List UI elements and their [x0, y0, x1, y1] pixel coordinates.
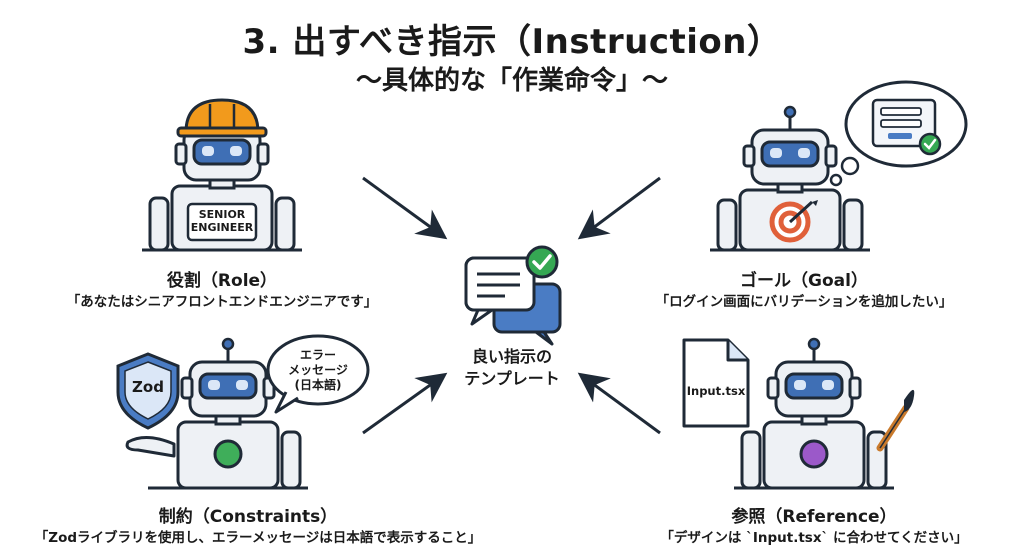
constraints-desc: 「Zodライブラリを使用し、エラーメッセージは日本語で表示すること」 [34, 530, 482, 546]
check-circle-icon [525, 245, 559, 279]
page-subtitle: 〜具体的な「作業命令」〜 [355, 66, 668, 96]
arrow-goal [577, 176, 661, 240]
robot-reference-icon [734, 337, 894, 490]
role-desc: 「あなたはシニアフロントエンドエンジニアです」 [66, 294, 378, 310]
robot-role-icon [142, 98, 302, 252]
center-label-line-1: 良い指示の [471, 347, 552, 366]
badge-line-2: ENGINEER [190, 221, 254, 234]
reference-label: 参照（Reference） [731, 507, 897, 527]
file-name-label: Input.tsx [686, 384, 746, 398]
arrow-role [362, 176, 448, 240]
bubble-line-2: メッセージ [288, 363, 348, 377]
center-label: 良い指示の テンプレート [432, 346, 592, 390]
robot-goal-icon [710, 105, 870, 252]
badge-line-1: SENIOR [198, 208, 246, 221]
chat-bubbles-icon [464, 256, 562, 346]
shield-icon [116, 352, 180, 430]
arrow-constraints [362, 372, 448, 435]
goal-label: ゴール（Goal） [740, 271, 868, 291]
goal-desc: 「ログイン画面にバリデーションを追加したい」 [655, 294, 953, 310]
bubble-line-1: エラー [299, 348, 336, 362]
bubble-line-3: (日本語) [294, 378, 342, 392]
speech-bubble-icon [266, 334, 370, 414]
reference-desc: 「デザインは `Input.tsx` に合わせてください」 [660, 530, 968, 546]
paintbrush-icon [876, 389, 915, 452]
page-title: 3. 出すべき指示（Instruction） [242, 22, 782, 62]
file-document-icon [682, 338, 750, 428]
role-label: 役割（Role） [166, 271, 278, 291]
arrow-reference [577, 372, 661, 435]
constraints-label: 制約（Constraints） [158, 507, 338, 527]
shield-text: Zod [132, 378, 164, 396]
thought-cloud-icon [829, 80, 968, 187]
robot-constraints-icon [125, 337, 308, 490]
badge-text: SENIOR ENGINEER [188, 208, 256, 234]
center-label-line-2: テンプレート [464, 369, 560, 388]
speech-bubble-text: エラー メッセージ (日本語) [276, 348, 360, 393]
